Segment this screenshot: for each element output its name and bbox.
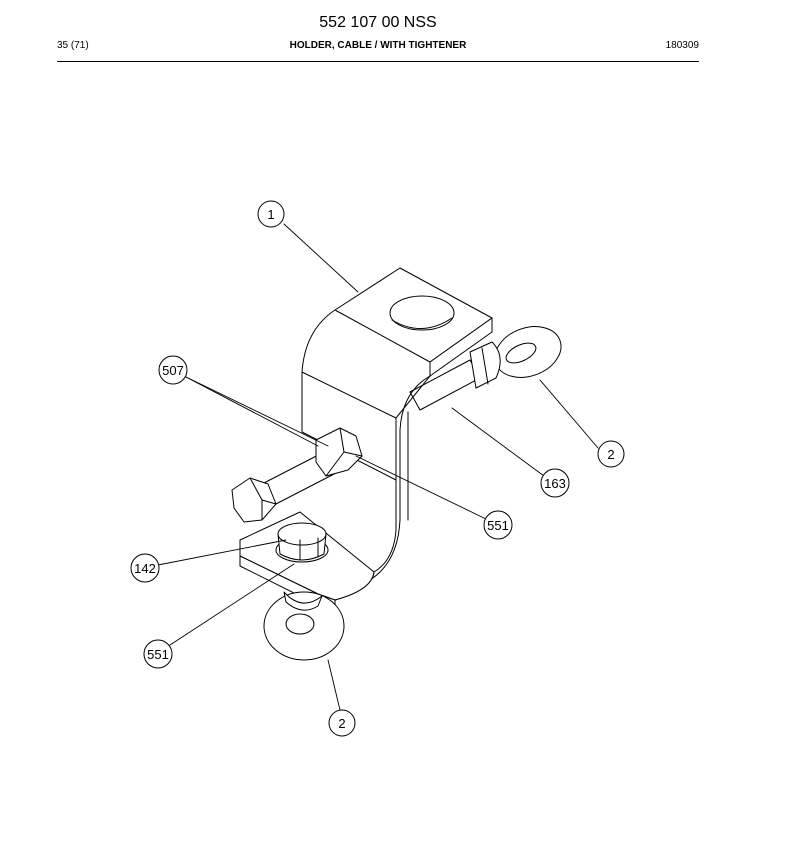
bracket-body bbox=[239, 267, 493, 611]
horizontal-bolt bbox=[231, 427, 363, 523]
leader-lines bbox=[157, 223, 599, 711]
right-eye-bolt bbox=[409, 326, 562, 411]
date-code: 180309 bbox=[665, 40, 699, 51]
balloon-1: 1 bbox=[257, 200, 285, 228]
page-reference: 35 (71) bbox=[57, 40, 89, 51]
balloon-2-lower: 2 bbox=[328, 709, 356, 737]
svg-text:507: 507 bbox=[162, 363, 184, 378]
balloon-142: 142 bbox=[130, 553, 160, 583]
part-title: HOLDER, CABLE / WITH TIGHTENER bbox=[289, 40, 467, 51]
header-row: 35 (71) HOLDER, CABLE / WITH TIGHTENER 1… bbox=[57, 40, 699, 54]
svg-text:142: 142 bbox=[134, 561, 156, 576]
document-number: 552 107 00 NSS bbox=[319, 14, 437, 31]
lower-eye-bolt bbox=[263, 591, 345, 661]
header-rule bbox=[57, 61, 699, 62]
balloon-163: 163 bbox=[540, 468, 570, 498]
svg-text:1: 1 bbox=[267, 207, 274, 222]
balloon-551-upper: 551 bbox=[483, 510, 513, 540]
svg-text:2: 2 bbox=[607, 447, 614, 462]
svg-text:551: 551 bbox=[147, 647, 169, 662]
svg-text:2: 2 bbox=[338, 716, 345, 731]
vertical-bolt bbox=[275, 522, 329, 563]
balloon-551-lower: 551 bbox=[143, 639, 173, 669]
svg-text:551: 551 bbox=[487, 518, 509, 533]
balloon-2-right: 2 bbox=[597, 440, 625, 468]
svg-text:163: 163 bbox=[544, 476, 566, 491]
balloon-507: 507 bbox=[158, 355, 188, 385]
